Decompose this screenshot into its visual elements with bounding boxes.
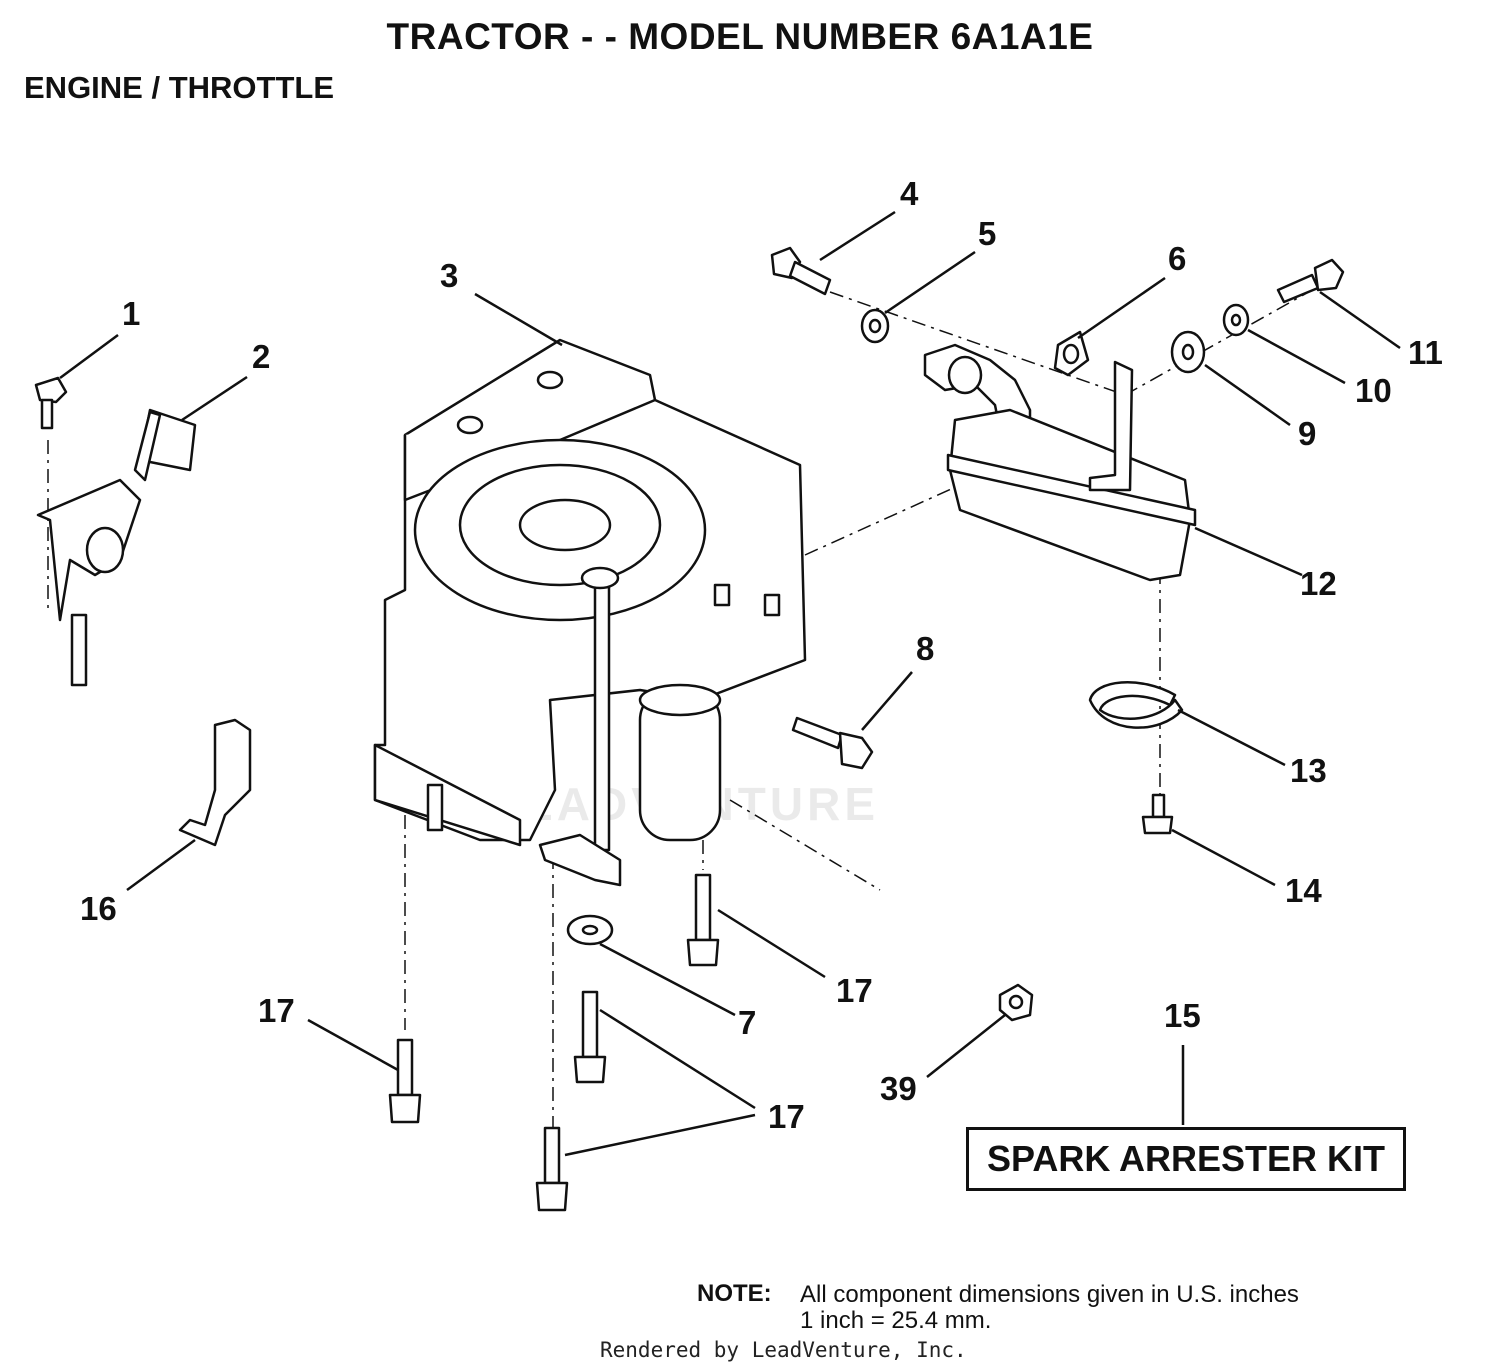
callout-17-c: 17 [768, 1098, 805, 1135]
callout-13: 13 [1290, 752, 1327, 789]
callout-39: 39 [880, 1070, 917, 1107]
part-7-star-washer [566, 914, 614, 946]
callout-8: 8 [916, 630, 934, 667]
callout-labels: 1 2 3 4 5 6 7 8 9 10 11 12 13 14 15 16 1… [80, 175, 1443, 1135]
part-13-spark-arrester [1088, 681, 1184, 729]
callout-12: 12 [1300, 565, 1337, 602]
callout-3: 3 [440, 257, 458, 294]
part-17-bolt-a [686, 873, 720, 967]
callout-17-b: 17 [258, 992, 295, 1029]
callout-11: 11 [1408, 334, 1443, 371]
callout-7: 7 [738, 1004, 756, 1041]
footer-credit: Rendered by LeadVenture, Inc. [600, 1338, 967, 1362]
part-6-gasket [1053, 330, 1090, 377]
callout-14: 14 [1285, 872, 1322, 909]
spark-arrester-kit-box: SPARK ARRESTER KIT [966, 1127, 1406, 1191]
part-8-bolt [791, 716, 874, 770]
part-5-washer [860, 308, 890, 344]
callout-1: 1 [122, 295, 140, 332]
callout-6: 6 [1168, 240, 1186, 277]
part-14-screw [1141, 793, 1174, 835]
part-17-bolt-c [573, 990, 607, 1084]
note-label: NOTE: [697, 1280, 772, 1307]
part-4-bolt [770, 246, 832, 296]
callout-2: 2 [252, 338, 270, 375]
part-11-bolt [1276, 258, 1345, 304]
part-2-throttle-control [36, 408, 197, 687]
callout-16: 16 [80, 890, 117, 927]
callout-5: 5 [978, 215, 996, 252]
part-39-nut [998, 983, 1034, 1022]
section-subtitle: ENGINE / THROTTLE [24, 70, 334, 105]
part-17-bolt-d [535, 1126, 569, 1212]
assembly-lines [47, 279, 1331, 1130]
callout-10: 10 [1355, 372, 1392, 409]
part-3-engine [373, 338, 807, 887]
part-12-muffler [923, 343, 1197, 582]
part-10-lock-washer [1222, 303, 1250, 337]
callout-15: 15 [1164, 997, 1201, 1034]
part-9-washer [1170, 330, 1206, 374]
part-1-bolt [34, 376, 68, 430]
part-17-bolt-b [388, 1038, 422, 1124]
callout-4: 4 [900, 175, 919, 212]
note-line-2: 1 inch = 25.4 mm. [800, 1307, 992, 1334]
page-title: TRACTOR - - MODEL NUMBER 6A1A1E [386, 16, 1094, 57]
callout-17-a: 17 [836, 972, 873, 1009]
callout-9: 9 [1298, 415, 1316, 452]
note-text: All component dimensions given in U.S. i… [800, 1282, 1299, 1334]
leader-lines [59, 210, 1401, 1157]
part-16-bracket [178, 718, 252, 847]
note-line-1: All component dimensions given in U.S. i… [800, 1281, 1299, 1308]
